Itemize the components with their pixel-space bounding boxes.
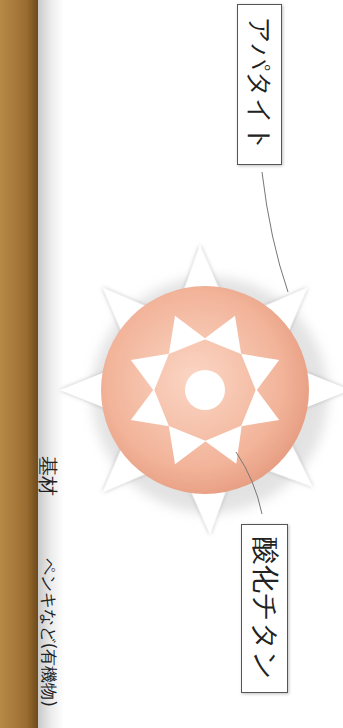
center-dot	[185, 370, 225, 410]
inner-apatite	[123, 308, 286, 471]
callout-box: 酸化チタン	[241, 524, 288, 693]
callout-text: アパタイト	[245, 17, 274, 152]
titanium-oxide-sphere	[101, 286, 309, 494]
outer-spikes	[60, 244, 343, 535]
callout-box: アパタイト	[237, 4, 282, 165]
callout-text: 酸化チタン	[249, 537, 280, 680]
leader-line	[236, 452, 262, 514]
substrate-label: 基材	[37, 456, 59, 496]
coating-label: ペンキなど(有機物)	[39, 558, 58, 707]
substrate-band	[0, 0, 38, 728]
leader-line	[262, 172, 288, 292]
paint-layer	[38, 0, 64, 728]
